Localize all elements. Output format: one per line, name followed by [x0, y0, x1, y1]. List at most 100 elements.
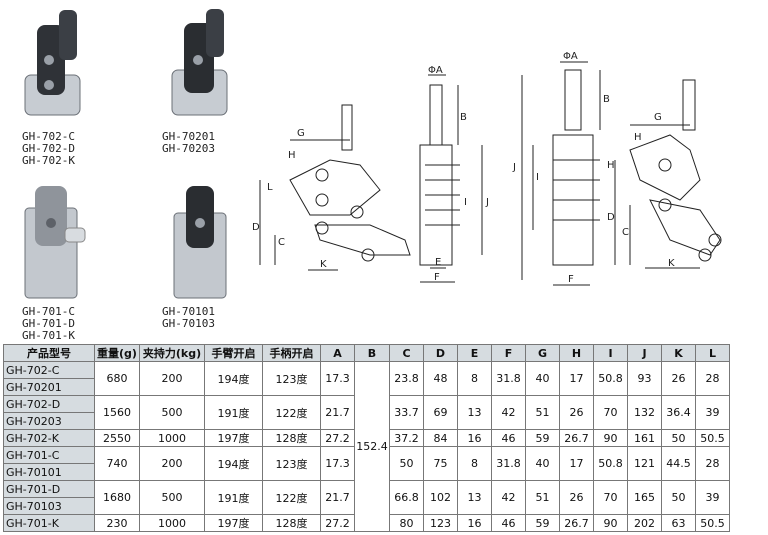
handle-cell: 122度	[262, 395, 321, 430]
technical-drawing: G H L D C K ΦA B I J E F ΦA B J I F G H …	[252, 51, 722, 286]
G-cell: 59	[525, 514, 560, 532]
handle-cell: 123度	[262, 361, 321, 396]
L-cell: 50.5	[695, 514, 730, 532]
L-cell: 39	[695, 395, 730, 430]
I-cell: 70	[593, 395, 628, 430]
product-image-gh70201	[171, 9, 228, 116]
product-label-group-2: GH-70201 GH-70203	[162, 131, 215, 155]
J-cell: 132	[627, 395, 662, 430]
table-header-row: 产品型号 重量(g) 夹持力(kg) 手臂开启 手柄开启 A B C D E F…	[3, 344, 730, 362]
model-label: GH-701-K	[22, 329, 75, 342]
weight-cell: 1680	[94, 480, 140, 515]
dim-label-H: H	[634, 132, 642, 143]
product-image-gh70101	[173, 186, 227, 299]
arm-cell: 197度	[204, 429, 263, 447]
L-cell: 39	[695, 480, 730, 515]
L-cell: 50.5	[695, 429, 730, 447]
L-cell: 28	[695, 361, 730, 396]
dim-label-L: L	[267, 182, 273, 193]
L-cell: 28	[695, 446, 730, 481]
dim-label-J: J	[512, 162, 516, 173]
H-cell: 17	[559, 446, 594, 481]
weight-cell: 230	[94, 514, 140, 532]
dim-label-J: J	[485, 197, 489, 208]
product-label-group-1: GH-702-C GH-702-D GH-702-K	[22, 131, 75, 167]
dim-label-E: E	[435, 257, 441, 268]
H-cell: 26.7	[559, 514, 594, 532]
E-cell: 16	[457, 429, 492, 447]
dim-label-C: C	[622, 227, 629, 238]
K-cell: 63	[661, 514, 696, 532]
I-cell: 50.8	[593, 361, 628, 396]
dim-label-H: H	[607, 160, 615, 171]
force-cell: 500	[139, 395, 205, 430]
J-cell: 93	[627, 361, 662, 396]
F-cell: 31.8	[491, 361, 526, 396]
header-cell: A	[320, 344, 355, 362]
arm-cell: 197度	[204, 514, 263, 532]
H-cell: 26	[559, 395, 594, 430]
header-cell: G	[525, 344, 560, 362]
dim-label-F: F	[434, 272, 440, 283]
dim-label-C: C	[278, 237, 285, 248]
model-label: GH-702-K	[22, 154, 75, 167]
dim-label-I: I	[464, 197, 467, 208]
dim-label-B: B	[603, 94, 610, 105]
dim-label-K: K	[668, 258, 675, 269]
G-cell: 51	[525, 480, 560, 515]
J-cell: 121	[627, 446, 662, 481]
model-cell: GH-70203	[3, 412, 95, 430]
header-cell: I	[593, 344, 628, 362]
model-cell: GH-70201	[3, 378, 95, 396]
model-label: GH-702-D	[22, 142, 75, 155]
C-cell: 33.7	[389, 395, 424, 430]
table-row: GH-701-K 230 1000 197度 128度 27.2 80 123 …	[3, 514, 730, 532]
dim-label-I: I	[536, 172, 539, 183]
model-label: GH-70103	[162, 317, 215, 330]
weight-cell: 680	[94, 361, 140, 396]
A-cell: 21.7	[320, 480, 355, 515]
dim-label-H: H	[288, 150, 296, 161]
arm-cell: 194度	[204, 446, 263, 481]
J-cell: 161	[627, 429, 662, 447]
header-cell: 重量(g)	[94, 344, 140, 362]
force-cell: 1000	[139, 429, 205, 447]
dim-label-D: D	[607, 212, 615, 223]
C-cell: 80	[389, 514, 424, 532]
table-row: GH-70201	[3, 378, 730, 396]
table-row: GH-70101	[3, 463, 730, 481]
header-cell: L	[695, 344, 730, 362]
H-cell: 26	[559, 480, 594, 515]
arm-cell: 191度	[204, 480, 263, 515]
arm-cell: 194度	[204, 361, 263, 396]
F-cell: 31.8	[491, 446, 526, 481]
product-image-gh701	[24, 186, 86, 299]
header-cell: B	[354, 344, 390, 362]
C-cell: 37.2	[389, 429, 424, 447]
D-cell: 123	[423, 514, 458, 532]
E-cell: 8	[457, 446, 492, 481]
K-cell: 50	[661, 429, 696, 447]
D-cell: 48	[423, 361, 458, 396]
G-cell: 40	[525, 361, 560, 396]
A-cell: 21.7	[320, 395, 355, 430]
F-cell: 42	[491, 480, 526, 515]
product-label-group-4: GH-70101 GH-70103	[162, 306, 215, 330]
model-cell: GH-702-C	[3, 361, 95, 379]
E-cell: 8	[457, 361, 492, 396]
K-cell: 26	[661, 361, 696, 396]
header-cell: 手臂开启	[204, 344, 263, 362]
G-cell: 40	[525, 446, 560, 481]
E-cell: 13	[457, 395, 492, 430]
header-cell: H	[559, 344, 594, 362]
model-label: GH-701-D	[22, 317, 75, 330]
header-cell: K	[661, 344, 696, 362]
weight-cell: 2550	[94, 429, 140, 447]
H-cell: 26.7	[559, 429, 594, 447]
table-row: GH-70103	[3, 497, 730, 515]
model-cell: GH-701-K	[3, 514, 95, 532]
I-cell: 50.8	[593, 446, 628, 481]
handle-cell: 123度	[262, 446, 321, 481]
model-cell: GH-702-D	[3, 395, 95, 413]
weight-cell: 1560	[94, 395, 140, 430]
